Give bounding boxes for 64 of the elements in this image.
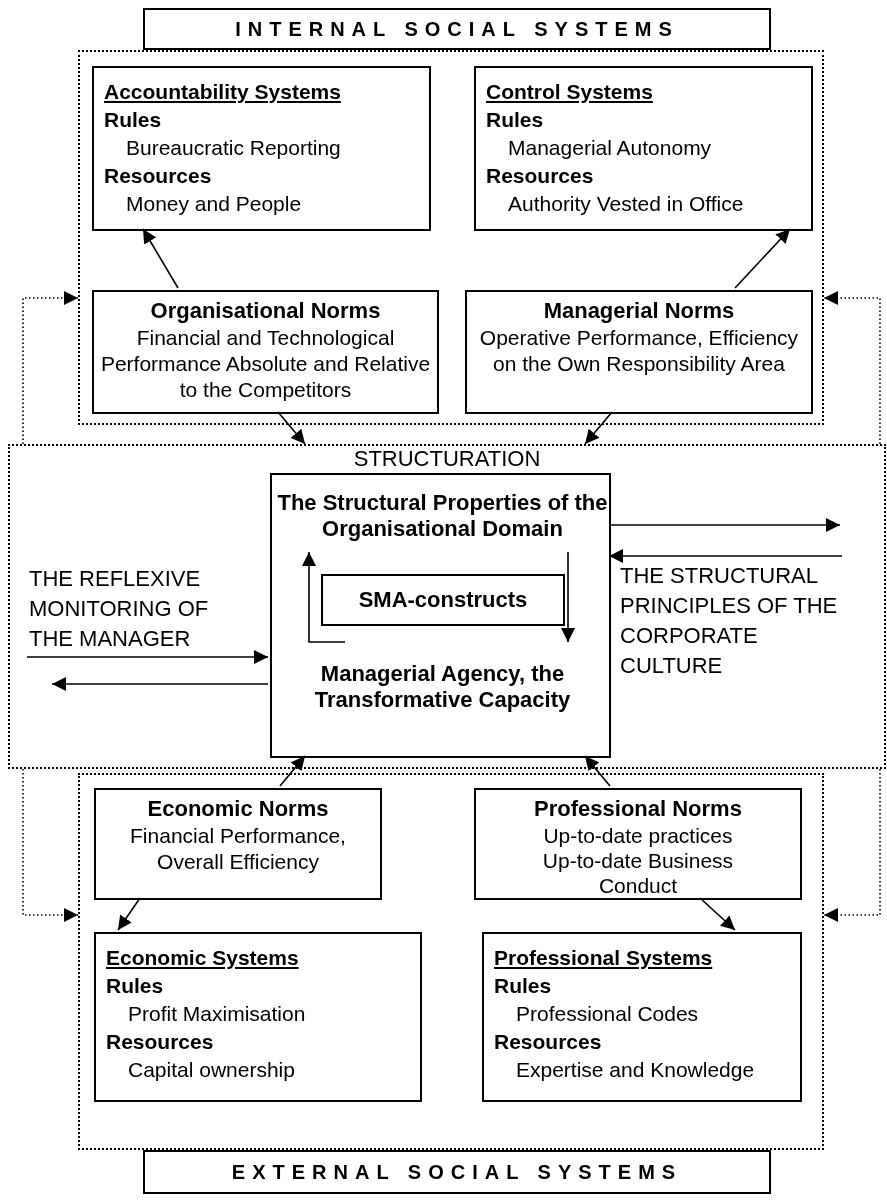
arrow xyxy=(302,551,346,643)
system-box xyxy=(92,66,431,231)
box-title: Accountability Systems xyxy=(104,79,341,105)
arrow xyxy=(142,228,179,289)
item-text: Bureaucratic Reporting xyxy=(125,135,341,161)
section-label: Resources xyxy=(494,1029,602,1055)
item-text: Expertise and Knowledge xyxy=(515,1057,755,1083)
item-text: Capital ownership xyxy=(127,1057,295,1083)
box-title: Economic Systems xyxy=(106,945,299,971)
body-text: Up-to-date Business Conduct xyxy=(541,848,735,898)
section-label: Resources xyxy=(104,163,212,189)
system-box xyxy=(474,66,813,231)
section-label: Resources xyxy=(106,1029,214,1055)
norm-box xyxy=(474,788,802,900)
norm-box xyxy=(94,788,382,900)
central-box xyxy=(270,473,611,758)
norm-box xyxy=(92,290,439,414)
arrow xyxy=(734,228,791,289)
item-text: Professional Codes xyxy=(515,1001,699,1027)
item-text: Managerial Autonomy xyxy=(507,135,712,161)
arrow xyxy=(608,549,843,563)
dotted-arrow xyxy=(22,768,79,922)
dotted-region xyxy=(8,444,886,769)
box-title: Economic Norms xyxy=(147,795,329,823)
arrow xyxy=(608,518,841,532)
box-title: Professional Norms xyxy=(534,795,742,823)
section-label: Rules xyxy=(104,107,162,133)
section-label: Rules xyxy=(486,107,544,133)
body-text: Financial Performance, Overall Efficiency xyxy=(129,823,347,875)
arrow xyxy=(117,897,141,931)
side-text: THE STRUCTURAL PRINCIPLES OF THE CORPORATE CULTURE xyxy=(620,527,844,694)
body-text: Operative Performance, Efficiency on the Own Responsibility Area xyxy=(478,325,800,377)
box-title: Organisational Norms xyxy=(150,297,381,325)
arrow xyxy=(584,755,611,787)
section-label: Rules xyxy=(494,973,552,999)
arrow xyxy=(277,411,306,445)
dotted-arrow xyxy=(823,291,881,445)
dotted-arrow xyxy=(823,768,881,922)
concept-text: Managerial Agency, the Transformative Capacity xyxy=(289,646,596,728)
concept-text: The Structural Properties of the Organisational Domain xyxy=(274,476,611,556)
section-label: Resources xyxy=(486,163,594,189)
arrow xyxy=(561,551,575,643)
system-box xyxy=(94,932,422,1102)
system-box xyxy=(482,932,802,1102)
item-text: Authority Vested in Office xyxy=(507,191,744,217)
box-title: Control Systems xyxy=(486,79,653,105)
heading-box: INTERNAL SOCIAL SYSTEMS xyxy=(143,8,771,50)
box-title: Managerial Norms xyxy=(543,297,735,325)
construct-box: SMA-constructs xyxy=(321,574,565,626)
arrow xyxy=(26,650,269,664)
heading-box: EXTERNAL SOCIAL SYSTEMS xyxy=(143,1150,771,1194)
side-text: THE REFLEXIVE MONITORING OF THE MANAGER xyxy=(29,564,254,686)
box-title: Professional Systems xyxy=(494,945,713,971)
arrow xyxy=(699,897,736,931)
arrow xyxy=(51,677,269,691)
item-text: Money and People xyxy=(125,191,302,217)
body-text: Financial and Technological Performance Absolute and Relative to the Competitors xyxy=(100,325,431,403)
norm-box xyxy=(465,290,813,414)
dotted-arrow xyxy=(22,291,79,445)
item-text: Profit Maximisation xyxy=(127,1001,306,1027)
arrow xyxy=(279,755,306,787)
body-text: Up-to-date practices xyxy=(543,823,733,848)
arrow xyxy=(584,411,613,445)
section-label: Rules xyxy=(106,973,164,999)
